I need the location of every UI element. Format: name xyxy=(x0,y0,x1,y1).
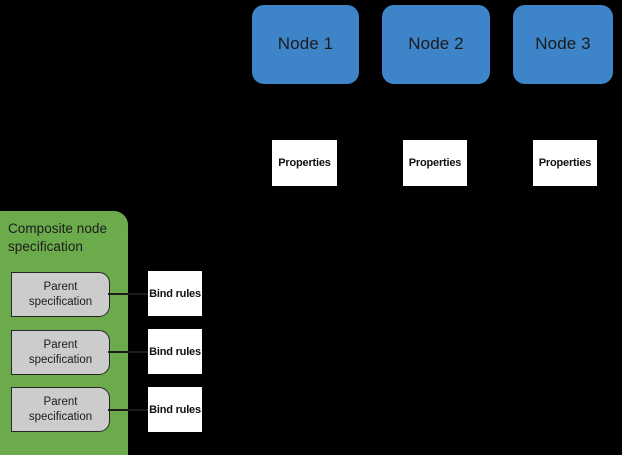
parent-specification-box-3[interactable]: Parent specification xyxy=(11,387,110,432)
node-box-2[interactable]: Node 2 xyxy=(382,5,490,84)
connector-line-2 xyxy=(108,351,150,353)
parent-specification-label: Parent specification xyxy=(28,338,93,366)
parent-specification-box-2[interactable]: Parent specification xyxy=(11,330,110,375)
node-label: Node 1 xyxy=(277,34,334,54)
bind-rules-box-1[interactable]: Bind rules xyxy=(148,271,202,316)
composite-panel-title: Composite node specification xyxy=(8,221,108,255)
node-label: Node 3 xyxy=(535,34,591,54)
parent-specification-box-1[interactable]: Parent specification xyxy=(11,272,110,317)
bind-rules-label: Bind rules xyxy=(149,403,201,416)
properties-box-1[interactable]: Properties xyxy=(272,140,337,186)
connector-line-1 xyxy=(108,293,150,295)
bind-rules-box-2[interactable]: Bind rules xyxy=(148,329,202,374)
bind-rules-label: Bind rules xyxy=(149,287,201,300)
bind-rules-label: Bind rules xyxy=(149,345,201,358)
properties-label: Properties xyxy=(408,157,462,169)
properties-label: Properties xyxy=(538,157,592,169)
properties-label: Properties xyxy=(278,157,331,169)
properties-box-3[interactable]: Properties xyxy=(533,140,597,186)
bind-rules-box-3[interactable]: Bind rules xyxy=(148,387,202,432)
parent-specification-label: Parent specification xyxy=(28,280,93,308)
parent-specification-label: Parent specification xyxy=(28,395,93,423)
node-label: Node 2 xyxy=(408,34,464,54)
properties-box-2[interactable]: Properties xyxy=(403,140,467,186)
connector-line-3 xyxy=(108,409,150,411)
node-box-3[interactable]: Node 3 xyxy=(513,5,613,84)
node-box-1[interactable]: Node 1 xyxy=(252,5,359,84)
